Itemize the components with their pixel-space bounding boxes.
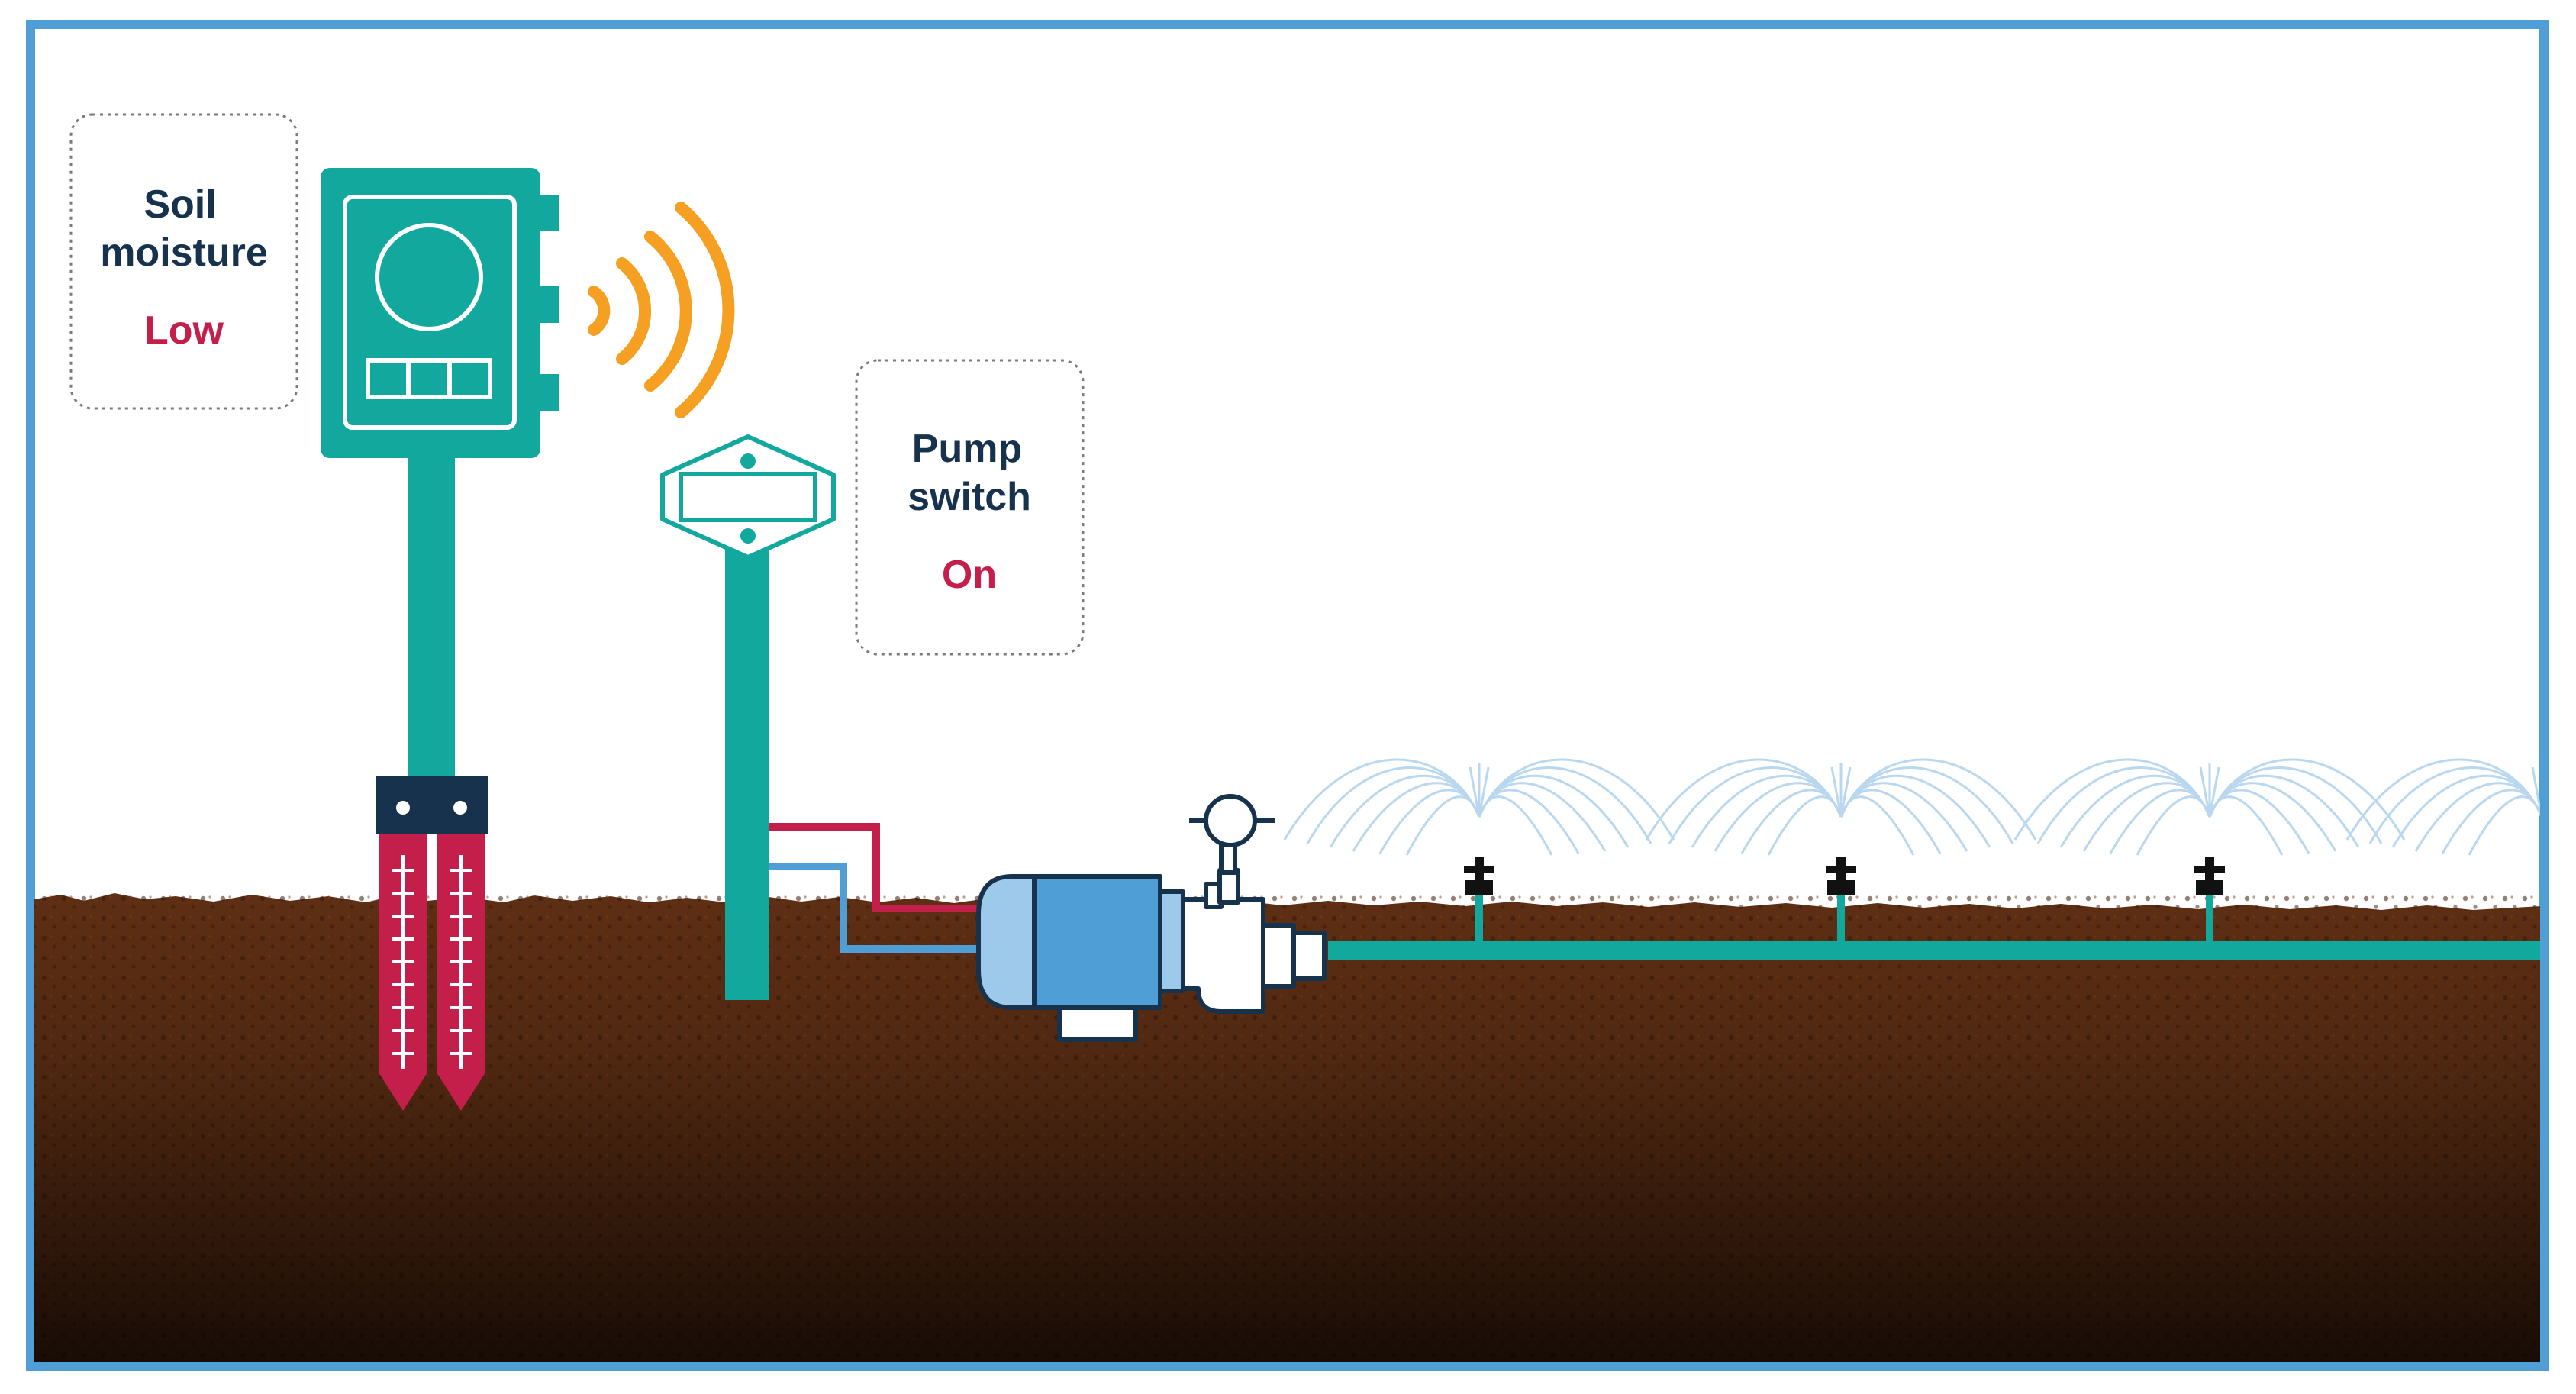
water-pump-icon [976, 794, 1327, 1042]
control-wires [769, 823, 985, 953]
wireless-signal-icon [588, 202, 735, 418]
soil-moisture-status: Low [144, 308, 224, 353]
pump-switch-callout: Pump switch On [855, 359, 1085, 656]
pump-switch-status: On [942, 553, 997, 597]
pump-callout-title-line2: switch [908, 475, 1031, 519]
soil-moisture-callout: Soil moisture Low [69, 113, 298, 410]
water-pipe [1328, 941, 2540, 960]
soil-moisture-sensor-icon [321, 168, 559, 1111]
pump-switch-icon [660, 434, 836, 1000]
soil-callout-title-line1: Soil [143, 182, 216, 227]
sensor-probe-right [437, 834, 485, 1111]
pump-callout-title-line1: Pump [912, 427, 1022, 471]
sensor-probe-left [379, 834, 427, 1111]
soil-callout-title-line2: moisture [100, 231, 268, 275]
